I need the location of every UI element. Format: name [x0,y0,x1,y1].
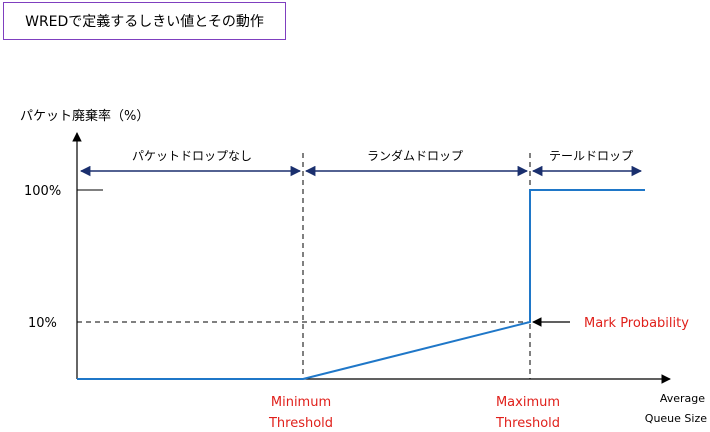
x-axis-label-line1: Average [660,392,705,405]
min-threshold-label-line2: Threshold [268,416,333,431]
tick-label-10: 10% [28,316,57,331]
max-threshold-label-line1: Maximum [496,395,560,410]
random-drop-zone-label: ランダムドロップ [367,148,463,163]
tail-drop-zone-label: テールドロップ [549,149,633,163]
min-threshold-label-line1: Minimum [271,395,331,410]
x-axis-label-line2: Queue Size [645,412,707,425]
y-axis-label: パケット廃棄率（%） [20,108,149,124]
no-drop-zone-label: パケットドロップなし [132,149,252,163]
max-threshold-label-line2: Threshold [495,416,560,431]
tick-label-100: 100% [24,184,61,199]
drop-probability-curve [77,189,645,380]
mark-probability-label: Mark Probability [584,316,689,331]
title-box: WREDで定義するしきい値とその動作 [3,2,286,40]
diagram-title: WREDで定義するしきい値とその動作 [25,14,264,30]
